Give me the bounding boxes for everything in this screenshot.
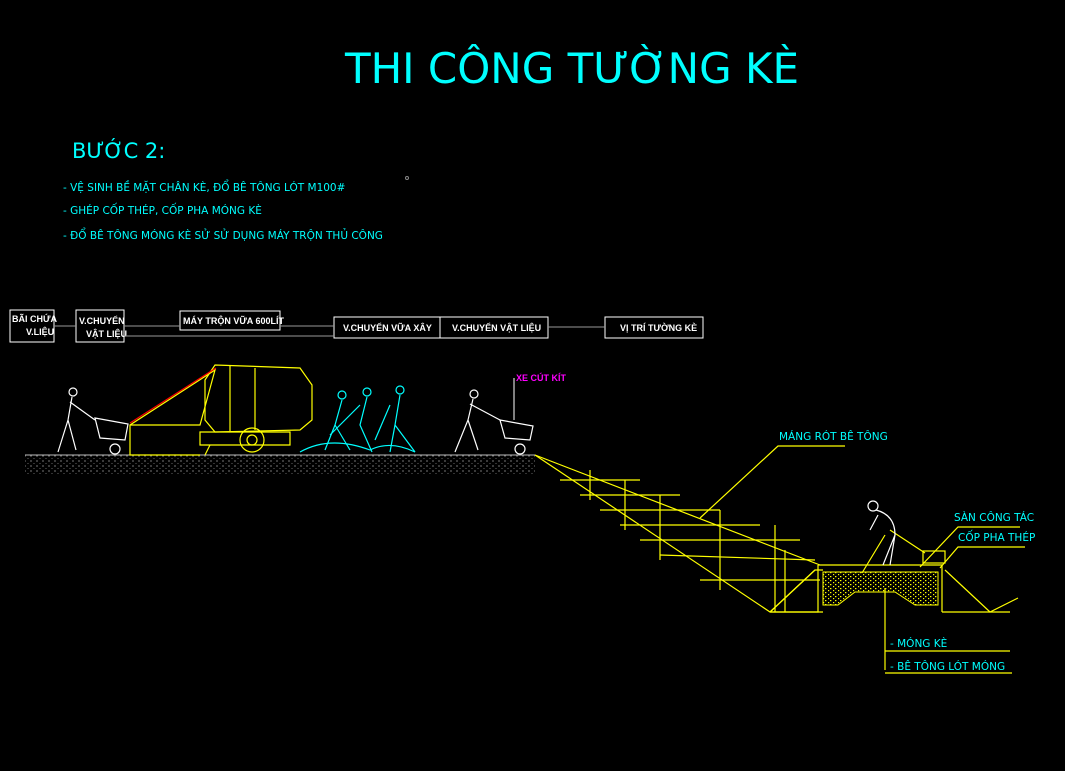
bullet-1: - VỆ SINH BỀ MẶT CHÂN KÈ, ĐỔ BÊ TÔNG LÓT…: [63, 179, 345, 194]
transport-line2: VẬT LIỆU: [86, 328, 127, 339]
formwork-label: CỐP PHA THÉP: [958, 530, 1035, 544]
concrete-chute: [534, 454, 823, 613]
box-mixer: [179, 310, 281, 331]
platform-label: SÀN CÔNG TÁC: [954, 511, 1034, 524]
wheelbarrow-label: XE CÚT KÍT: [516, 372, 567, 383]
lean-concrete-label: - BÊ TÔNG LÓT MÓNG: [890, 660, 1005, 673]
mixer-label: MÁY TRỘN VỮA 600LÍT: [183, 315, 284, 326]
worker-wheelbarrow-left: [57, 387, 129, 455]
storage-line1: BÃI CHỨA: [12, 313, 57, 324]
point-marker: [405, 176, 409, 180]
concrete-mixer: [129, 364, 313, 456]
wall-position-label: VỊ TRÍ TƯỜNG KÈ: [620, 322, 697, 333]
material-transport-label: V.CHUYỂN VẬT LIỆU: [452, 322, 541, 333]
storage-line2: V.LIỆU: [26, 326, 54, 337]
bullet-2: - GHÉP CỐP THÉP, CỐP PHA MÓNG KÈ: [63, 203, 262, 217]
page-title: THI CÔNG TƯỜNG KÈ: [344, 43, 799, 93]
step-heading: BƯỚC 2:: [72, 138, 165, 163]
chute-label: MÁNG RÓT BÊ TÔNG: [779, 430, 888, 443]
worker-compacting: [867, 500, 896, 566]
bullet-3: - ĐỔ BÊ TÔNG MÓNG KÈ SỬ SỬ DỤNG MÁY TRỘN…: [63, 227, 383, 242]
flow-diagram: BÃI CHỨA V.LIỆU V.CHUYỂN VẬT LIỆU MÁY TR…: [9, 309, 704, 343]
annotations: MÁNG RÓT BÊ TÔNG SÀN CÔNG TÁC CỐP PHA TH…: [699, 430, 1035, 674]
workers-shoveling: [299, 385, 416, 453]
mortar-transport-label: V.CHUYỂN VỮA XÂY: [343, 322, 432, 333]
ground: [25, 455, 535, 475]
worker-wheelbarrow-right: [454, 389, 534, 455]
transport-line1: V.CHUYỂN: [79, 315, 125, 326]
foundation-label: - MÓNG KÈ: [890, 637, 947, 650]
